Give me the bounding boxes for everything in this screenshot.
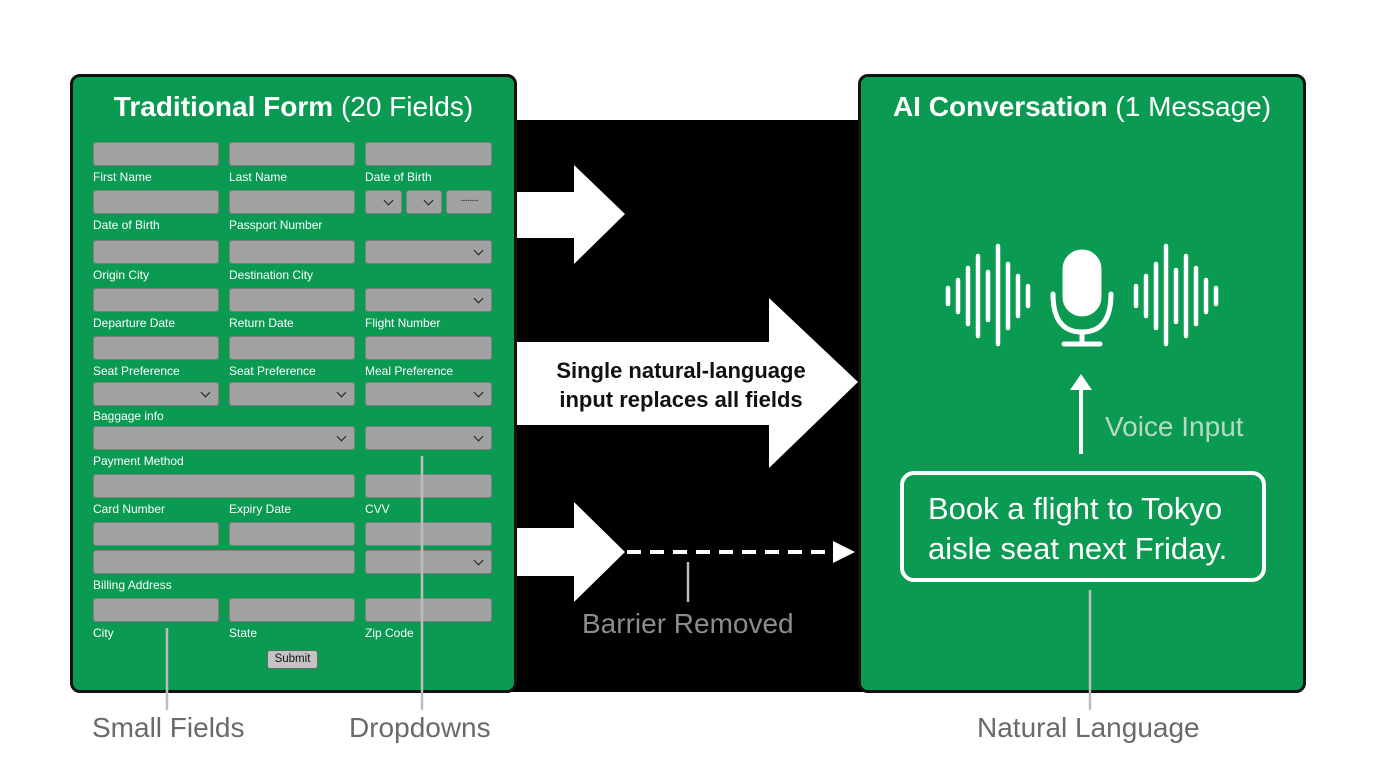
title-bold: AI Conversation [892, 91, 1108, 122]
dob-month-dropdown[interactable] [406, 190, 442, 214]
expiry-date-field[interactable] [229, 522, 355, 546]
first-name-field[interactable] [93, 142, 219, 166]
passport-number-label: Passport Number [229, 218, 323, 232]
billing-country-dropdown[interactable] [365, 550, 492, 574]
expiry-date-label: Expiry Date [229, 502, 292, 516]
billing-address-field[interactable] [93, 550, 355, 574]
departure-date-label: Departure Date [93, 316, 176, 330]
destination-city-label: Destination City [229, 268, 314, 282]
payment-method-field[interactable] [93, 474, 355, 498]
card-number-field[interactable] [93, 522, 219, 546]
date-of-birth-field[interactable] [365, 142, 492, 166]
row3-dropdown[interactable] [365, 240, 492, 264]
flight-number-label: Flight Number [365, 316, 441, 330]
first-name-label: First Name [93, 170, 152, 184]
large-center-arrow-icon [517, 298, 858, 468]
seat-preference-dropdown-2[interactable] [229, 382, 355, 406]
seat-preference-dropdown[interactable] [93, 382, 219, 406]
city-label: City [93, 626, 114, 640]
flight-number-dropdown[interactable] [365, 288, 492, 312]
center-arrow-text: Single natural-language input replaces a… [530, 356, 832, 414]
ai-conversation-title: AI Conversation (1 Message) [861, 91, 1303, 123]
return-date-label: Return Date [229, 316, 294, 330]
zip-code-label: Zip Code [365, 626, 414, 640]
baggage-info-dropdown[interactable] [93, 426, 355, 450]
voice-input-label: Voice Input [1105, 411, 1244, 442]
destination-city-field[interactable] [229, 240, 355, 264]
state-label: State [229, 626, 258, 640]
submit-button[interactable]: Submit [267, 650, 318, 669]
arrows-graphic [517, 165, 858, 602]
center-text-line-1: Single natural-language [556, 358, 806, 383]
last-name-field[interactable] [229, 142, 355, 166]
billing-address-label: Billing Address [93, 578, 172, 592]
meal-preference-label: Meal Preference [365, 364, 454, 378]
baggage-count-dropdown[interactable] [365, 426, 492, 450]
return-date-field[interactable] [229, 288, 355, 312]
seat-preference-field-2[interactable] [229, 336, 355, 360]
meal-preference-field[interactable] [365, 336, 492, 360]
seat-preference-label-2: Seat Preference [229, 364, 316, 378]
departure-date-field[interactable] [93, 288, 219, 312]
cvv-label: CVV [365, 502, 390, 516]
date-of-birth-label-2: Date of Birth [93, 218, 160, 232]
message-line-1: Book a flight to Tokyo [928, 491, 1223, 526]
origin-city-label: Origin City [93, 268, 150, 282]
seat-preference-label: Seat Preference [93, 364, 180, 378]
title-bold: Traditional Form [113, 91, 334, 122]
dropdowns-caption: Dropdowns [349, 712, 491, 743]
cvv-field[interactable] [365, 522, 492, 546]
date-of-birth-label: Date of Birth [365, 170, 432, 184]
message-line-2: aisle seat next Friday. [928, 531, 1228, 566]
zip-code-field[interactable] [365, 598, 492, 622]
title-count: (20 Fields) [340, 91, 474, 122]
microphone-icon [1050, 249, 1114, 347]
title-count: (1 Message) [1115, 91, 1272, 122]
waveform-left-icon [945, 243, 1031, 347]
city-field[interactable] [93, 598, 219, 622]
barrier-removed-label: Barrier Removed [582, 608, 794, 639]
voice-waveform-graphic [945, 243, 1219, 347]
dob-year-field[interactable]: .......... [446, 190, 492, 214]
passport-number-field[interactable] [229, 190, 355, 214]
natural-language-caption: Natural Language [977, 712, 1200, 743]
small-fields-caption: Small Fields [92, 712, 245, 743]
up-arrow-icon [1070, 374, 1092, 454]
date-of-birth-field-2[interactable] [93, 190, 219, 214]
top-arrow-icon [517, 165, 625, 264]
payment-method-label: Payment Method [93, 454, 184, 468]
card-number-label: Card Number [93, 502, 166, 516]
origin-city-field[interactable] [93, 240, 219, 264]
message-bubble: Book a flight to Tokyo aisle seat next F… [900, 471, 1266, 582]
waveform-right-icon [1133, 243, 1219, 347]
center-text-line-2: input replaces all fields [559, 387, 803, 412]
bottom-arrow-icon [517, 502, 625, 602]
meal-preference-dropdown[interactable] [365, 382, 492, 406]
traditional-form-title: Traditional Form (20 Fields) [73, 91, 514, 123]
seat-preference-field[interactable] [93, 336, 219, 360]
cvv-field-top[interactable] [365, 474, 492, 498]
dashed-arrow-icon [627, 541, 855, 563]
state-field[interactable] [229, 598, 355, 622]
dob-day-dropdown[interactable] [365, 190, 402, 214]
last-name-label: Last Name [229, 170, 288, 184]
baggage-info-label: Baggage info [93, 409, 164, 423]
